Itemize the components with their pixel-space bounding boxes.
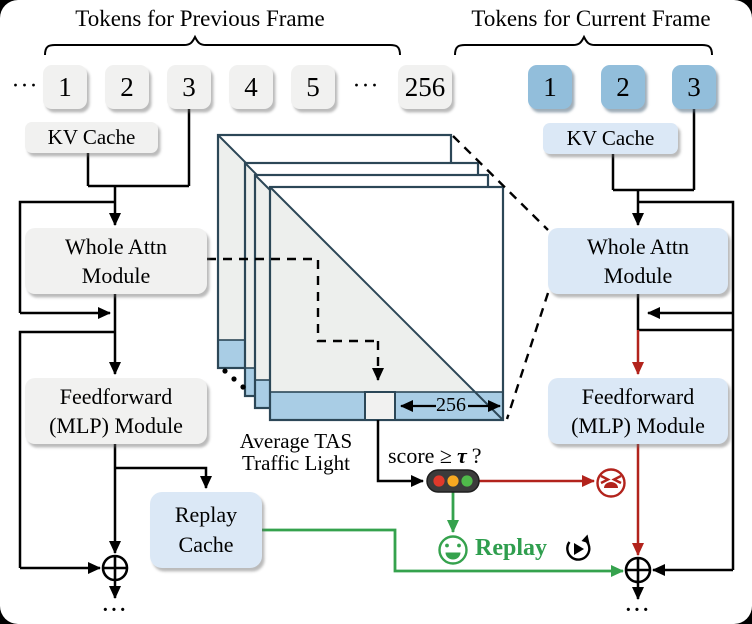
tas-score-cell <box>364 391 396 421</box>
replay-loop-icon <box>566 534 591 561</box>
curr-token-1: 1 <box>528 65 572 109</box>
brace-current-frame <box>454 34 713 56</box>
prev-token-2: 2 <box>105 65 149 109</box>
left-output-ellipsis: ··· <box>101 599 128 621</box>
dashed-connectors <box>207 135 550 420</box>
prev-token-3: 3 <box>167 65 211 109</box>
prev-token-4: 4 <box>229 65 273 109</box>
feedforward-right-line1: Feedforward <box>581 384 695 409</box>
curr-token-3: 3 <box>672 65 716 109</box>
prev-tokens-leading-ellipsis: ··· <box>11 73 39 99</box>
tau-symbol: τ <box>457 443 467 468</box>
stack-ellipsis-dots <box>222 368 246 390</box>
curr-token-2: 2 <box>601 65 645 109</box>
current-frame-title: Tokens for Current Frame <box>471 6 711 31</box>
whole-attn-left-line2: Module <box>81 263 151 288</box>
score-wires <box>262 420 624 577</box>
prev-tokens-mid-ellipsis: ··· <box>352 73 380 99</box>
circle-plus-left <box>101 554 129 582</box>
average-tas-line2: Traffic Light <box>242 451 350 475</box>
kv-cache-previous: KV Cache <box>25 122 158 153</box>
feedforward-module-right: Feedforward (MLP) Module <box>548 378 728 444</box>
replay-cache-line2: Cache <box>178 532 234 557</box>
feedforward-left-line1: Feedforward <box>59 384 173 409</box>
stack-dim-256-label: 256 <box>436 394 466 416</box>
feedforward-right-line2: (MLP) Module <box>571 413 705 438</box>
attention-map-front <box>268 185 505 422</box>
feedforward-left-line2: (MLP) Module <box>49 413 183 438</box>
replay-cache-box: Replay Cache <box>150 492 262 568</box>
whole-attn-right-line1: Whole Attn <box>586 234 690 259</box>
left-wires <box>18 109 212 599</box>
sad-face-icon <box>596 468 626 498</box>
kv-cache-current: KV Cache <box>543 123 678 154</box>
average-tas-label: Average TAS Traffic Light <box>221 430 371 474</box>
average-tas-line1: Average TAS <box>239 429 353 453</box>
feedforward-module-left: Feedforward (MLP) Module <box>25 378 207 444</box>
prev-token-1: 1 <box>43 65 87 109</box>
right-output-ellipsis: ··· <box>624 599 651 621</box>
score-prefix: score ≥ <box>388 443 452 468</box>
whole-attn-left-line1: Whole Attn <box>64 234 168 259</box>
right-wires <box>611 109 735 600</box>
circle-plus-right <box>624 556 652 584</box>
replay-action-label: Replay <box>475 535 547 561</box>
previous-frame-title: Tokens for Previous Frame <box>75 6 325 31</box>
whole-attn-right-line2: Module <box>603 263 673 288</box>
score-suffix: ? <box>471 443 482 468</box>
prev-token-5: 5 <box>291 65 335 109</box>
replay-cache-line1: Replay <box>174 502 238 527</box>
brace-previous-frame <box>44 34 401 56</box>
attention-map-stack <box>216 133 505 422</box>
prev-token-256: 256 <box>398 65 452 109</box>
whole-attn-module-right: Whole Attn Module <box>548 228 728 294</box>
score-threshold-label: score ≥τ? <box>388 443 482 469</box>
traffic-light-icon <box>426 469 480 493</box>
whole-attn-module-left: Whole Attn Module <box>25 228 207 294</box>
happy-face-icon <box>438 535 468 565</box>
